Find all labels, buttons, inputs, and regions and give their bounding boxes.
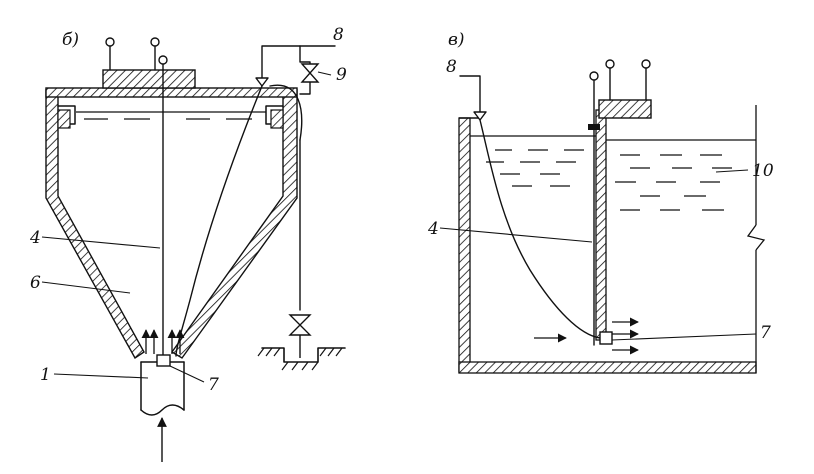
outflow-arrows bbox=[534, 317, 639, 355]
leader-lines-v bbox=[439, 169, 757, 341]
label-sensor-7-v: 7 bbox=[760, 323, 771, 343]
electrode-clamp bbox=[588, 124, 600, 130]
top-block bbox=[102, 69, 196, 89]
break-line bbox=[746, 105, 766, 373]
electrode-terminals bbox=[105, 37, 168, 361]
panel-v: в) bbox=[427, 30, 774, 374]
upflow-arrows bbox=[141, 329, 185, 354]
liquid-surface bbox=[76, 111, 266, 120]
partition-wall bbox=[595, 109, 607, 341]
label-supply-8: 8 bbox=[333, 25, 344, 45]
liquid-v bbox=[470, 135, 756, 211]
label-rod-4-v: 4 bbox=[427, 219, 439, 239]
overflow-gutter bbox=[57, 105, 284, 129]
drain-valve-icon bbox=[288, 314, 312, 336]
drain-trench bbox=[257, 335, 346, 371]
top-block-v bbox=[598, 99, 652, 119]
valve-9-icon bbox=[300, 63, 320, 83]
panel-b-letter: б) bbox=[62, 30, 79, 50]
label-sensor-7: 7 bbox=[208, 375, 219, 395]
label-rod-4: 4 bbox=[29, 228, 41, 248]
label-valve-9: 9 bbox=[336, 65, 347, 85]
label-supply-8-v: 8 bbox=[446, 57, 457, 77]
label-body-6: 6 bbox=[30, 273, 41, 293]
panel-b: б) bbox=[29, 25, 347, 462]
sensor-7-v bbox=[599, 331, 613, 345]
panel-v-letter: в) bbox=[448, 30, 465, 50]
sensor-7 bbox=[156, 354, 171, 367]
cone-wall bbox=[45, 87, 298, 360]
label-inlet-1: 1 bbox=[40, 365, 51, 385]
leader-lines bbox=[41, 71, 332, 383]
supply-pipe-v bbox=[459, 75, 601, 339]
label-liquid-10: 10 bbox=[752, 161, 774, 181]
